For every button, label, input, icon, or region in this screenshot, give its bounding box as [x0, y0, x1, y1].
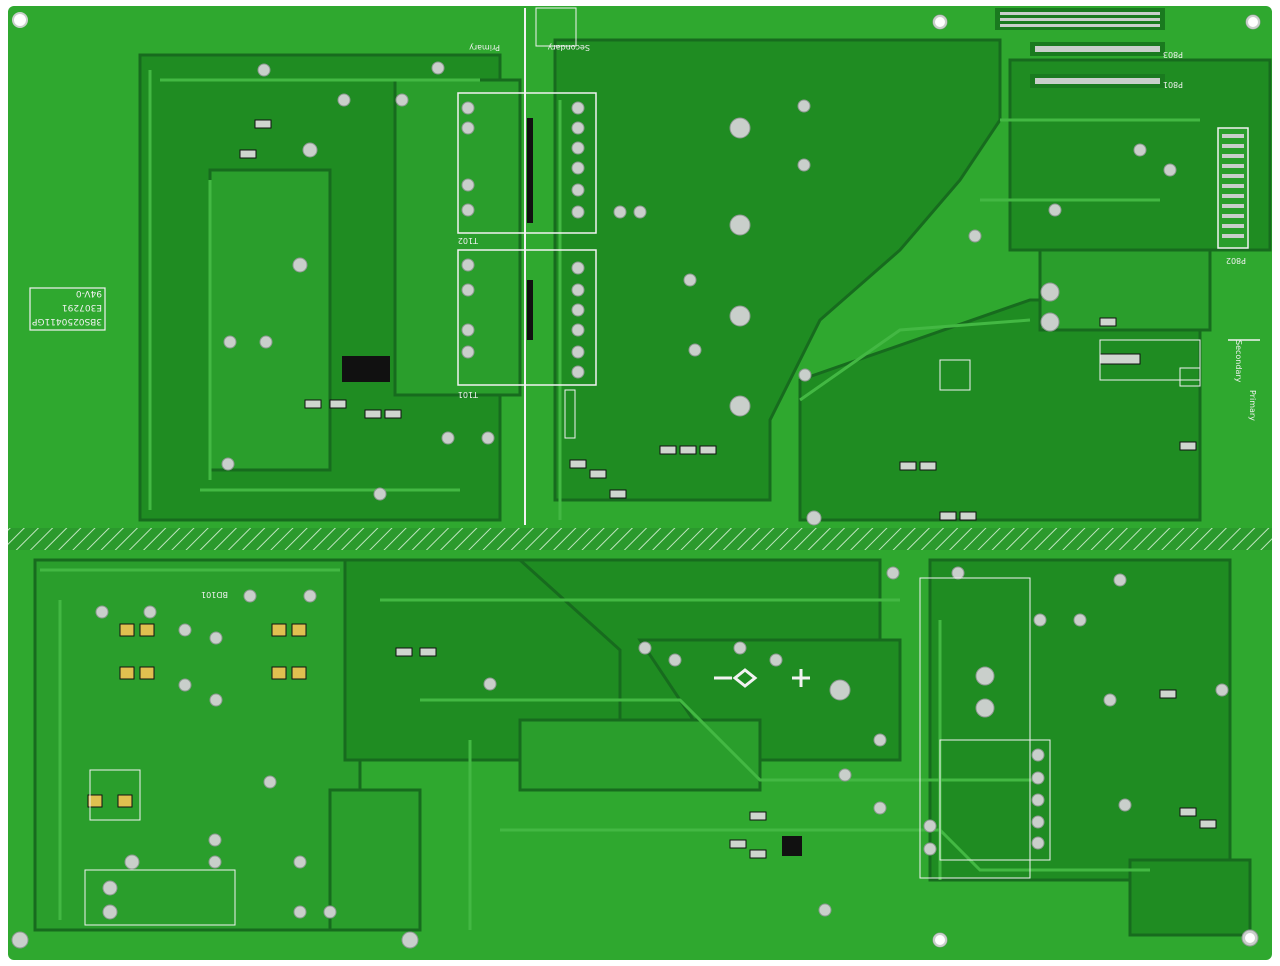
secondary-label-top: Secondary	[547, 43, 590, 52]
isolation-strip	[8, 528, 1272, 550]
solder-joints	[11, 14, 1261, 949]
filter-pads	[87, 623, 307, 808]
traces	[40, 70, 1200, 930]
polarity-marks	[714, 668, 810, 688]
primary-label-top: Primary	[469, 43, 500, 52]
part-label-box	[29, 287, 106, 331]
connector-label-p801: P801	[1163, 80, 1183, 89]
transformer-bottom-label: T101	[458, 390, 479, 399]
smd-components	[239, 119, 1217, 859]
date-code: E307291	[62, 302, 102, 312]
connector-label-p802: P802	[1226, 256, 1246, 265]
primary-label-right: Primary	[1248, 390, 1257, 421]
secondary-label-right: Secondary	[1234, 340, 1243, 383]
copper-pours	[138, 38, 1272, 522]
transformer-top-label: T102	[458, 236, 479, 245]
flame-rating: 94V-0	[76, 288, 102, 298]
connector-label-p803: P803	[1163, 50, 1183, 59]
transformer-outlines	[457, 8, 597, 525]
connector-block	[995, 8, 1249, 249]
part-number: 3BS0250411GP	[31, 316, 102, 326]
bridge-label: BD101	[201, 590, 228, 599]
transformer-slots	[527, 118, 533, 340]
mounting-holes	[12, 12, 1260, 947]
silkscreen-outlines	[84, 7, 1201, 926]
